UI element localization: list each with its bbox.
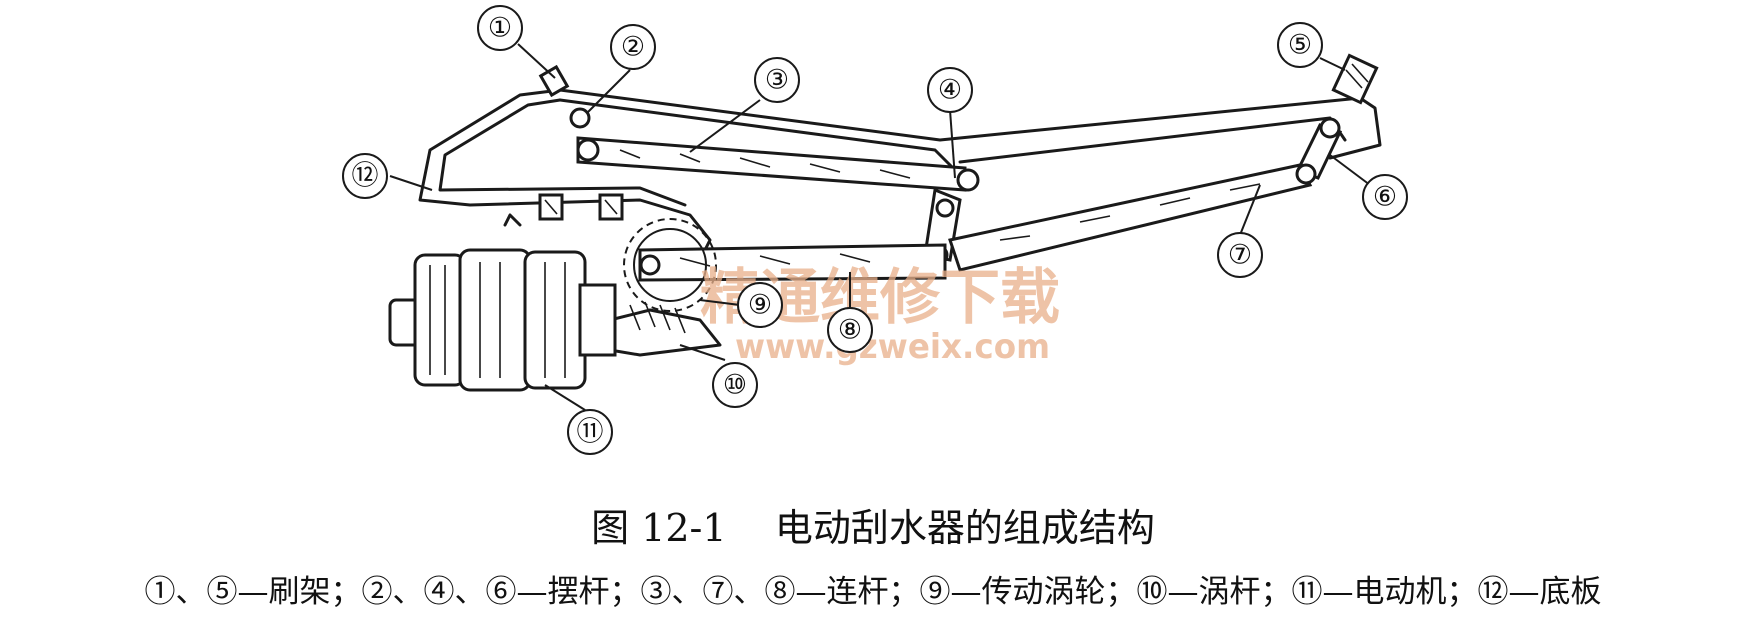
callout-leaders	[389, 43, 1371, 411]
base-plate-frame	[418, 53, 1382, 262]
callout-8: ⑧	[827, 307, 873, 353]
callout-5: ⑤	[1277, 22, 1323, 68]
svg-text:④: ④	[938, 75, 962, 106]
svg-text:⑨: ⑨	[748, 290, 772, 321]
svg-text:⑤: ⑤	[1288, 30, 1312, 61]
svg-text:⑦: ⑦	[1228, 240, 1252, 271]
callout-1: ①	[477, 5, 523, 51]
svg-text:①: ①	[488, 13, 512, 44]
callout-2: ②	[610, 24, 656, 70]
svg-text:⑫: ⑫	[352, 161, 379, 192]
figure-legend: ①、⑤—刷架；②、④、⑥—摆杆；③、⑦、⑧—连杆；⑨—传动涡轮；⑩—涡杆；⑪—电…	[144, 574, 1602, 610]
callout-6: ⑥	[1362, 174, 1408, 220]
rocker-2-pivot	[569, 107, 591, 129]
callout-12: ⑫	[342, 153, 388, 199]
rocker-6	[1295, 117, 1343, 185]
svg-text:③: ③	[765, 65, 789, 96]
callout-7: ⑦	[1217, 232, 1263, 278]
link-3	[569, 107, 980, 192]
callout-11: ⑪	[567, 409, 613, 455]
svg-text:⑩: ⑩	[723, 370, 747, 401]
svg-text:②: ②	[621, 32, 645, 63]
callout-10: ⑩	[712, 362, 758, 408]
worm-wheel-9	[623, 218, 717, 312]
link-7	[948, 163, 1313, 272]
svg-text:⑥: ⑥	[1373, 182, 1397, 213]
callout-9: ⑨	[737, 282, 783, 328]
callout-3: ③	[754, 57, 800, 103]
worm-10	[608, 301, 722, 357]
svg-text:⑪: ⑪	[577, 417, 604, 448]
watermark-url: www.gzweix.com	[735, 327, 1050, 367]
figure-title: 图 12-1 电动刮水器的组成结构	[591, 506, 1155, 550]
callout-4: ④	[927, 67, 973, 113]
motor-11	[388, 213, 617, 392]
svg-text:⑧: ⑧	[838, 315, 862, 346]
